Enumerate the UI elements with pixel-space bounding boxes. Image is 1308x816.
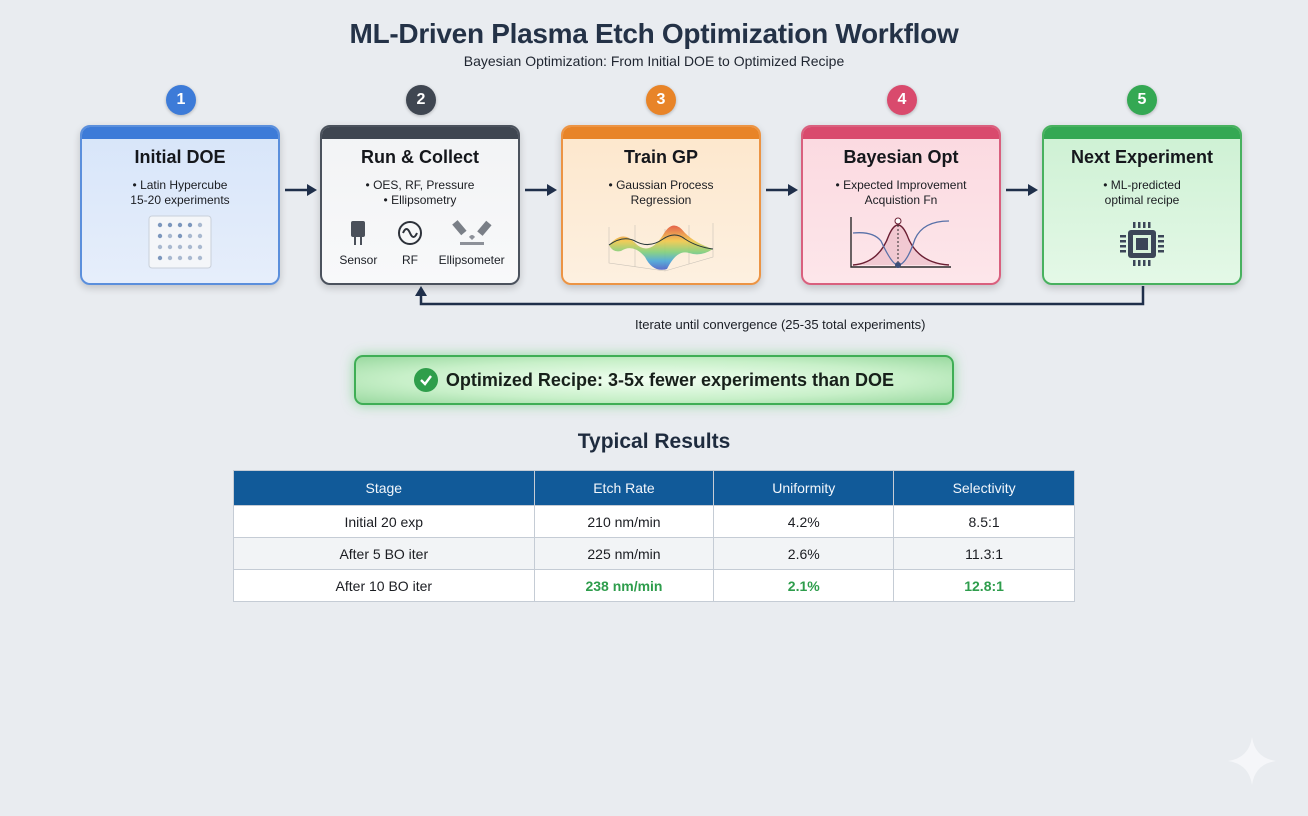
step-3-badge: 3 [646, 85, 676, 115]
card-title: Bayesian Opt [843, 147, 959, 167]
banner-text: Optimized Recipe: 3-5x fewer experiments… [445, 369, 895, 390]
card-description: • Latin Hypercube 15-20 experiments [130, 178, 230, 207]
sparkle-icon [1228, 737, 1276, 785]
ellipsometer-item: Ellipsometer [437, 219, 507, 267]
arrow-right-icon [766, 184, 798, 196]
step-5-badge: 5 [1127, 85, 1157, 115]
gp-surface-icon [563, 213, 759, 273]
table-header-row: Stage Etch Rate Uniformity Selectivity [233, 470, 1075, 506]
page-title: ML-Driven Plasma Etch Optimization Workf… [349, 18, 959, 49]
table-row: After 10 BO iter 238 nm/min 2.1% 12.8:1 [233, 569, 1075, 602]
column-header: Uniformity [713, 470, 895, 506]
step-card-next-experiment: Next Experiment • ML-predicted optimal r… [1042, 125, 1242, 285]
results-title: Typical Results [577, 430, 731, 453]
step-1-badge: 1 [166, 85, 196, 115]
chip-icon [1044, 219, 1240, 269]
column-header: Etch Rate [533, 470, 715, 506]
card-description: • ML-predicted optimal recipe [1103, 178, 1181, 207]
card-title: Next Experiment [1070, 147, 1214, 167]
sensor-item: Sensor [333, 219, 383, 267]
step-card-run-collect: Run & Collect • OES, RF, Pressure • Elli… [320, 125, 520, 285]
step-2-badge: 2 [406, 85, 436, 115]
acquisition-curve-icon [803, 215, 999, 269]
table-row: Initial 20 exp 210 nm/min 4.2% 8.5:1 [233, 505, 1075, 538]
card-title: Initial DOE [134, 147, 226, 167]
ellipsometer-icon [451, 220, 492, 245]
arrow-right-icon [1006, 184, 1038, 196]
arrow-right-icon [285, 184, 317, 196]
results-table: Stage Etch Rate Uniformity Selectivity I… [233, 470, 1075, 602]
step-card-train-gp: Train GP • Gaussian Process Regression [561, 125, 761, 285]
card-header-bar [322, 127, 518, 139]
rf-sine-icon [397, 221, 422, 245]
card-description: • Gaussian Process Regression [608, 178, 714, 207]
step-4-badge: 4 [887, 85, 917, 115]
check-icon [413, 368, 438, 392]
card-header-bar [563, 127, 759, 139]
card-description: • OES, RF, Pressure • Ellipsometry [365, 178, 475, 207]
step-card-bayesian-opt: Bayesian Opt • Expected Improvement Acqu… [801, 125, 1001, 285]
loop-label: Iterate until convergence (25-35 total e… [635, 317, 926, 332]
card-header-bar [803, 127, 999, 139]
card-title: Train GP [623, 147, 699, 167]
card-description: • Expected Improvement Acquistion Fn [835, 178, 967, 207]
table-row: After 5 BO iter 225 nm/min 2.6% 11.3:1 [233, 537, 1075, 570]
doe-grid-icon [82, 215, 278, 269]
arrow-right-icon [525, 184, 557, 196]
card-header-bar [82, 127, 278, 139]
sensor-icon [351, 221, 366, 245]
rf-item: RF [390, 219, 430, 267]
card-header-bar [1044, 127, 1240, 139]
page-subtitle: Bayesian Optimization: From Initial DOE … [463, 53, 845, 69]
column-header: Stage [233, 470, 535, 506]
result-banner: Optimized Recipe: 3-5x fewer experiments… [354, 355, 954, 405]
iteration-loop-arrow [415, 286, 1145, 306]
step-card-initial-doe: Initial DOE • Latin Hypercube 15-20 expe… [80, 125, 280, 285]
column-header: Selectivity [893, 470, 1075, 506]
card-title: Run & Collect [360, 147, 479, 167]
